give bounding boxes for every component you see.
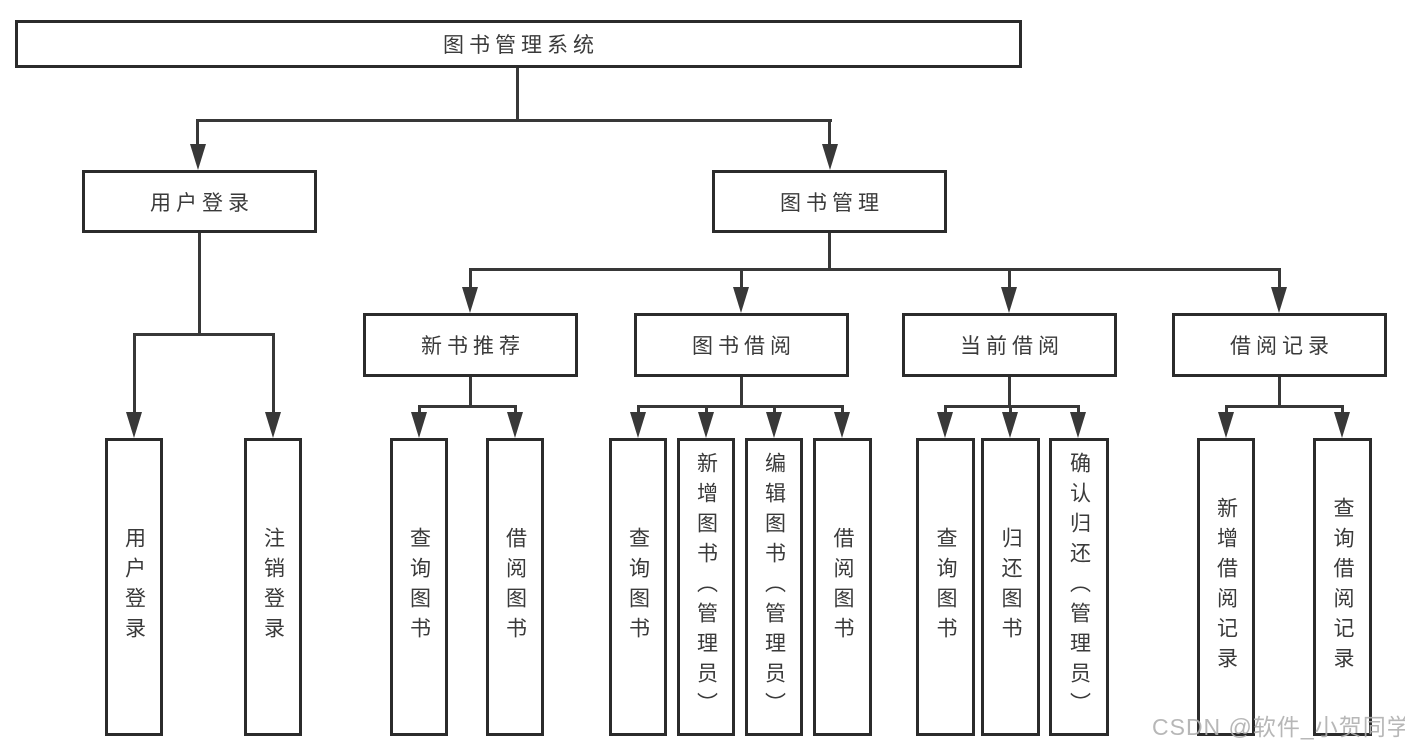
leaf-borrow-books-recommend-label: 借阅图书: [503, 527, 527, 647]
arrowhead-borrowing-records: [1271, 287, 1287, 313]
edge-root-branch: [196, 119, 832, 122]
edge-current-borrowing-branch: [944, 405, 1080, 408]
arrowhead-add-books: [698, 412, 714, 438]
edge-borrowing-records-stub: [1278, 377, 1281, 408]
leaf-return-books: 归还图书: [981, 438, 1040, 736]
edge-shaft-user-login: [196, 119, 199, 148]
arrowhead-borrow-books-borrowing: [834, 412, 850, 438]
node-current-borrowing: 当前借阅: [902, 313, 1117, 377]
edge-shaft-query-books-borrowing: [637, 405, 640, 417]
leaf-query-books-current-label: 查询图书: [934, 527, 957, 647]
edge-book-borrowing-stub: [740, 377, 743, 408]
node-root-library-management-system: 图书管理系统: [15, 20, 1022, 68]
leaf-query-borrow-record-label: 查询借阅记录: [1331, 497, 1354, 677]
arrowhead-book-management: [822, 144, 838, 170]
arrowhead-leaf-logout: [265, 412, 281, 438]
edge-shaft-query-books-current: [944, 405, 947, 417]
leaf-borrow-books-borrowing: 借阅图书: [813, 438, 872, 736]
edge-shaft-return-books: [1009, 405, 1012, 417]
leaf-query-books-recommend: 查询图书: [390, 438, 448, 736]
edge-root-stub: [516, 68, 519, 122]
arrowhead-book-borrowing: [733, 287, 749, 313]
node-new-book-recommendation: 新书推荐: [363, 313, 578, 377]
edge-shaft-query-borrow-record: [1341, 405, 1344, 417]
edge-book-management-stub: [828, 233, 831, 271]
leaf-query-books-current: 查询图书: [916, 438, 975, 736]
arrowhead-edit-books: [766, 412, 782, 438]
leaf-logout: 注销登录: [244, 438, 302, 736]
node-borrowing-records: 借阅记录: [1172, 313, 1387, 377]
edge-borrowing-records-branch: [1225, 405, 1344, 408]
edge-shaft-edit-books: [773, 405, 776, 417]
leaf-confirm-return-admin: 确认归还（管理员）: [1049, 438, 1109, 736]
leaf-borrow-books-borrowing-label: 借阅图书: [831, 527, 854, 647]
arrowhead-current-borrowing: [1001, 287, 1017, 313]
edge-shaft-new-book: [469, 268, 472, 290]
arrowhead-user-login: [190, 144, 206, 170]
leaf-edit-books-admin-label: 编辑图书（管理员）: [762, 452, 786, 722]
arrowhead-confirm-return: [1070, 412, 1086, 438]
leaf-query-books-borrowing: 查询图书: [609, 438, 667, 736]
edge-new-book-stub: [469, 377, 472, 408]
leaf-borrow-books-recommend: 借阅图书: [486, 438, 544, 736]
edge-book-management-branch: [469, 268, 1281, 271]
leaf-query-books-recommend-label: 查询图书: [407, 527, 431, 647]
edge-user-login-branch: [133, 333, 275, 336]
node-user-login: 用户登录: [82, 170, 317, 233]
edge-shaft-query-books-recommend: [418, 405, 421, 417]
edge-book-borrowing-branch: [637, 405, 844, 408]
leaf-user-login-label: 用户登录: [122, 527, 146, 647]
arrowhead-query-books-borrowing: [630, 412, 646, 438]
arrowhead-return-books: [1002, 412, 1018, 438]
leaf-return-books-label: 归还图书: [999, 527, 1022, 647]
edge-shaft-borrow-books-recommend: [514, 405, 517, 417]
arrowhead-borrow-books-recommend: [507, 412, 523, 438]
edge-shaft-add-books: [705, 405, 708, 417]
arrowhead-query-books-current: [937, 412, 953, 438]
edge-shaft-confirm-return: [1077, 405, 1080, 417]
arrowhead-new-book: [462, 287, 478, 313]
leaf-add-books-admin: 新增图书（管理员）: [677, 438, 735, 736]
leaf-user-login: 用户登录: [105, 438, 163, 736]
node-book-borrowing: 图书借阅: [634, 313, 849, 377]
leaf-add-books-admin-label: 新增图书（管理员）: [694, 452, 718, 722]
leaf-logout-label: 注销登录: [261, 527, 285, 647]
node-book-management: 图书管理: [712, 170, 947, 233]
edge-shaft-current-borrowing: [1008, 268, 1011, 290]
leaf-edit-books-admin: 编辑图书（管理员）: [745, 438, 803, 736]
edge-user-login-stub: [198, 233, 201, 336]
edge-shaft-borrow-books-borrowing: [841, 405, 844, 417]
leaf-add-borrow-record: 新增借阅记录: [1197, 438, 1255, 736]
arrowhead-query-borrow-record: [1334, 412, 1350, 438]
leaf-query-borrow-record: 查询借阅记录: [1313, 438, 1372, 736]
edge-shaft-leaf-user-login: [133, 333, 136, 415]
arrowhead-add-borrow-record: [1218, 412, 1234, 438]
edge-shaft-add-borrow-record: [1225, 405, 1228, 417]
arrowhead-leaf-user-login: [126, 412, 142, 438]
arrowhead-query-books-recommend: [411, 412, 427, 438]
csdn-watermark: CSDN @软件_小贺同学: [1152, 714, 1405, 740]
edge-new-book-branch: [418, 405, 517, 408]
edge-shaft-leaf-logout: [272, 333, 275, 415]
edge-shaft-book-borrowing: [740, 268, 743, 290]
leaf-add-borrow-record-label: 新增借阅记录: [1214, 497, 1238, 677]
leaf-confirm-return-admin-label: 确认归还（管理员）: [1067, 452, 1091, 722]
edge-shaft-book-management: [828, 119, 831, 148]
leaf-query-books-borrowing-label: 查询图书: [626, 527, 650, 647]
edge-current-borrowing-stub: [1008, 377, 1011, 408]
edge-shaft-borrowing-records: [1278, 268, 1281, 290]
